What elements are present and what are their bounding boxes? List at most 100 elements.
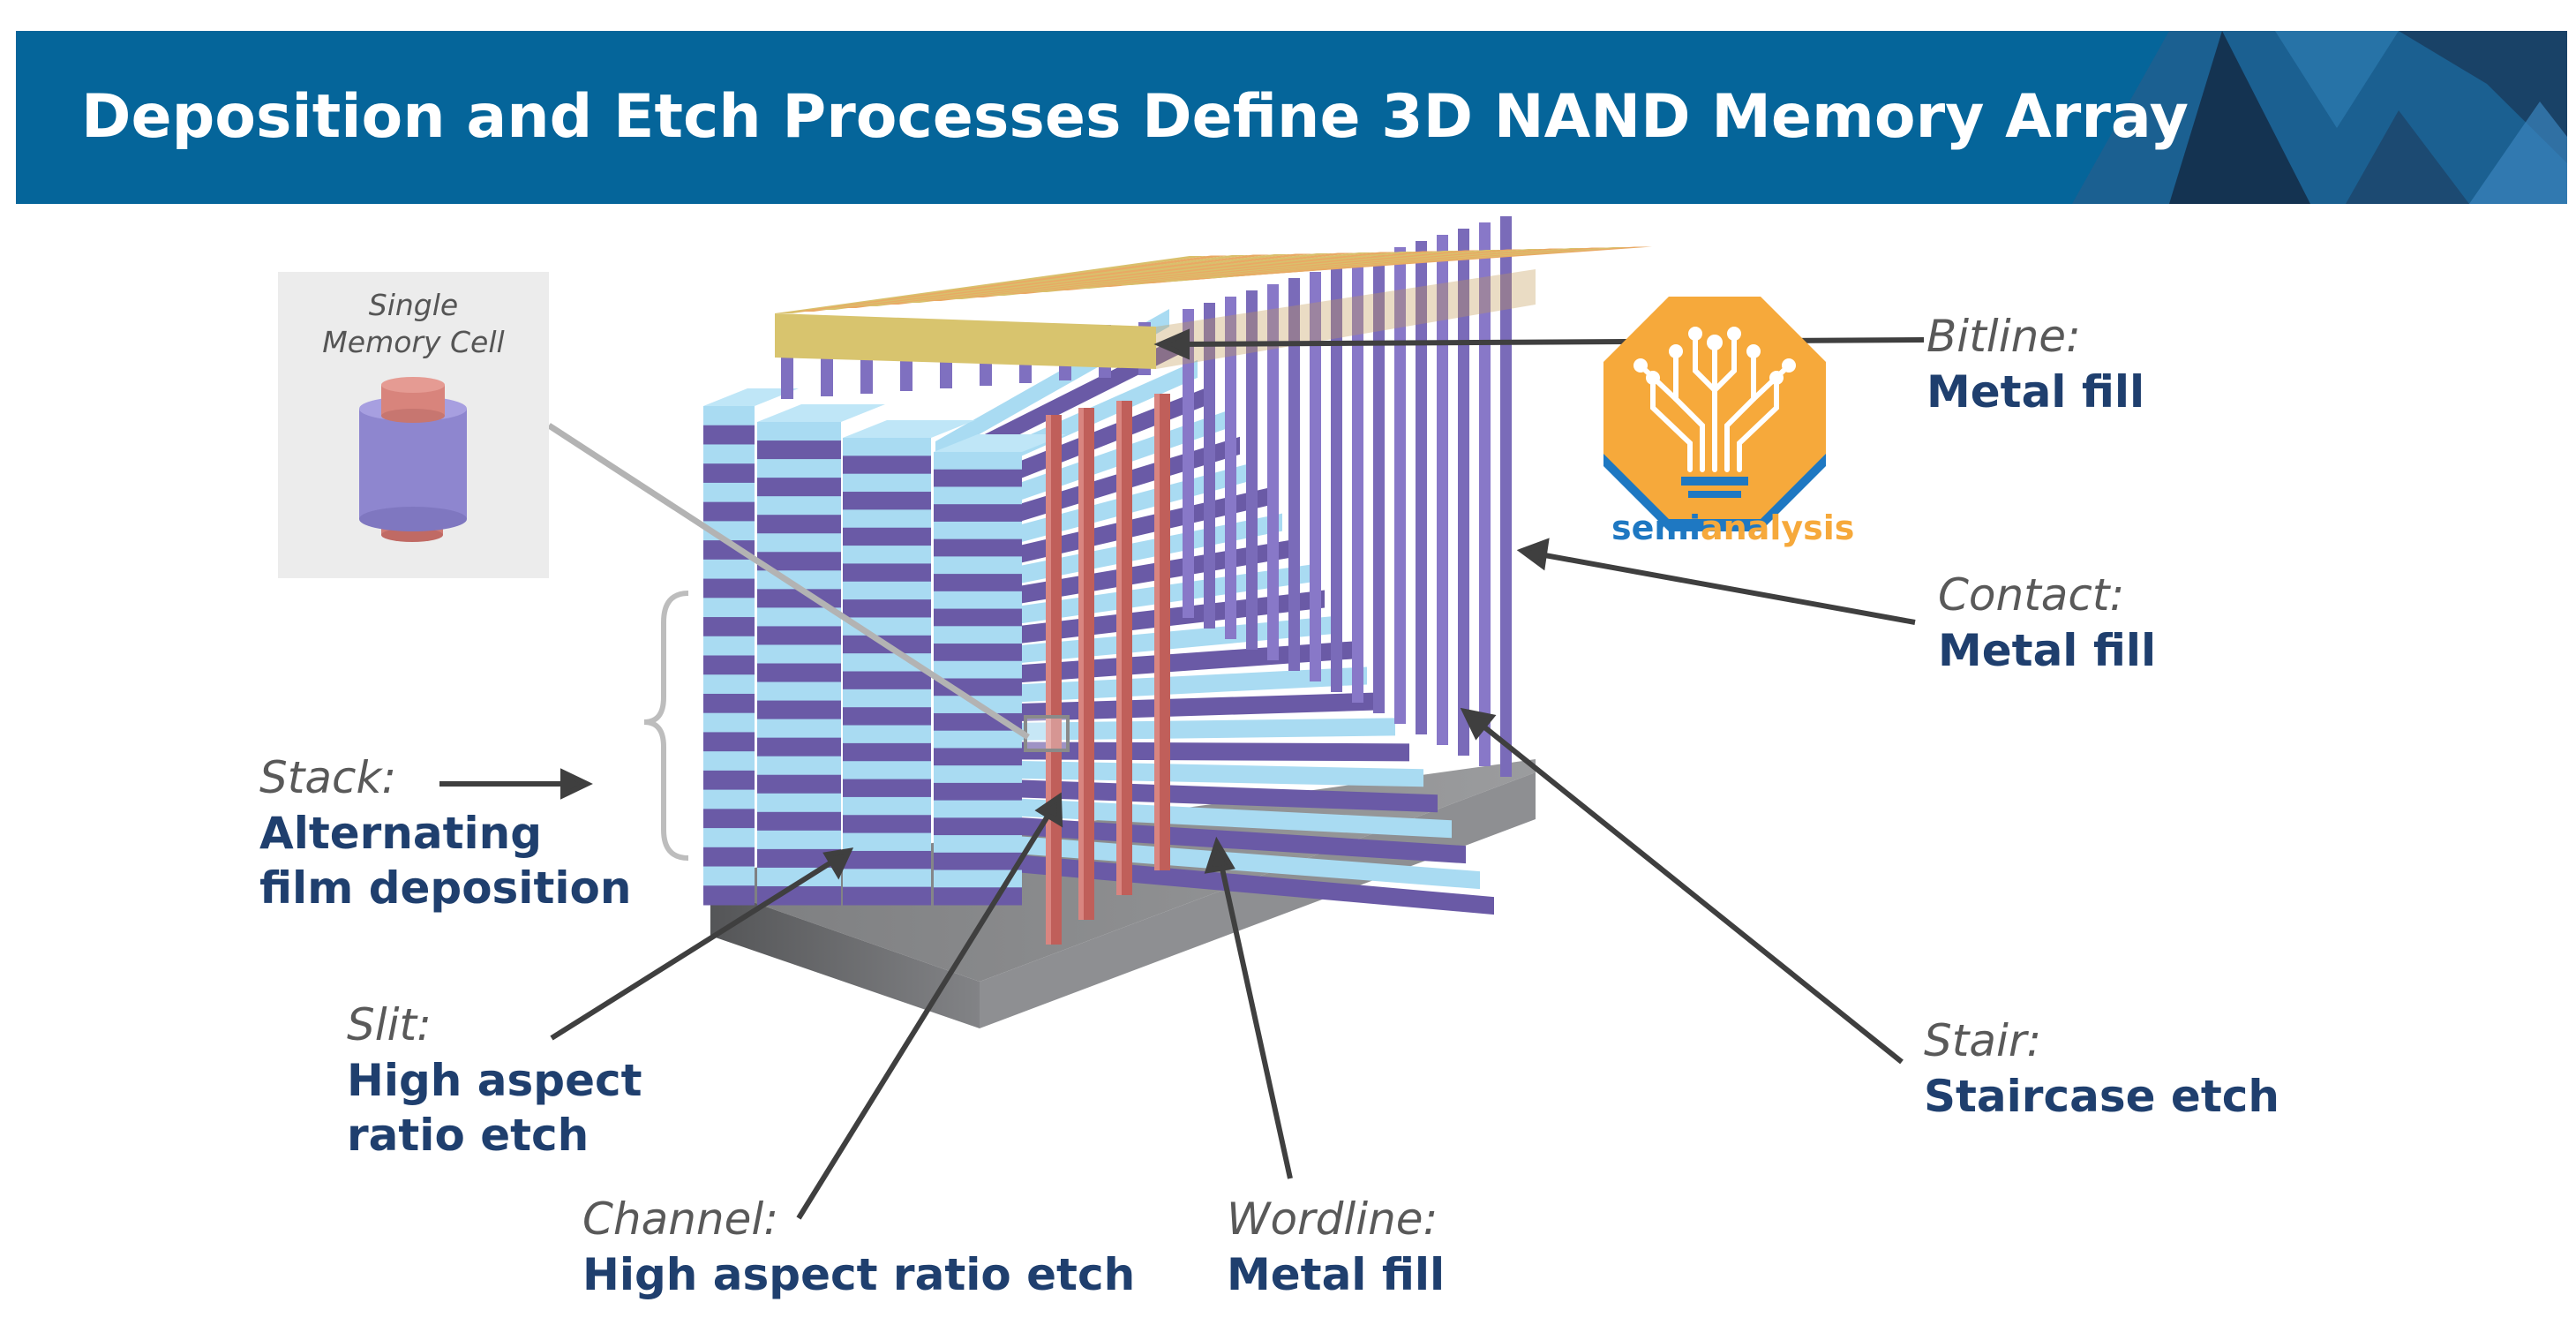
column-stripe [757,663,841,683]
column-stripe [757,830,841,850]
column-stripe [703,809,755,829]
column-stripe [934,608,1022,627]
column-stripe [703,444,755,464]
column-stripe [934,574,1022,592]
slit-heading: Slit: [347,999,432,1050]
column-stripe [934,800,1022,818]
inset-title-line1: Single [368,288,459,322]
bitline-bar [775,256,1207,313]
bitline-front-face [775,313,1156,369]
bitline-bar [944,252,1377,299]
column-stripe [843,761,931,780]
slit-leader [550,858,836,1041]
memory-cell-highlight [1024,715,1070,752]
column-stripe [757,552,841,571]
stack-brace [643,591,689,861]
contact-pillar [1267,284,1279,660]
wordline-heading: Wordline: [1227,1193,1438,1245]
bitline-bar [838,254,1271,308]
logo-text-analysis: analysis [1701,508,1855,547]
column-stripe [843,671,931,690]
page-title: Deposition and Etch Processes Define 3D … [81,82,2189,152]
label-wordline: Wordline: Metal fill [1227,1192,1445,1302]
column-stripe [843,509,931,529]
memory-cell-icon [359,377,467,542]
column-stripe [703,559,755,580]
stair-layer [935,830,1480,890]
column-stripe [843,869,931,888]
stair-layer [935,615,1339,671]
contact-pillar [1416,241,1427,734]
label-channel: Channel: High aspect ratio etch [582,1192,1135,1302]
column-stripe [703,828,755,848]
column-stripe [934,644,1022,662]
channel-heading: Channel: [582,1193,779,1245]
label-contact: Contact: Metal fill [1938,568,2156,678]
column-stripe [703,732,755,752]
contact-heading: Contact: [1938,569,2125,621]
column-stripe [843,725,931,744]
column-stripe [757,515,841,534]
column-stripe [934,452,1022,471]
column-stripe [703,770,755,791]
column-stripe [757,681,841,702]
label-stack: Stack: Alternating film deposition [259,750,631,916]
bitline-bar [1008,251,1440,294]
column-stripe [934,765,1022,784]
column-stripe [703,885,755,906]
header-bar: Deposition and Etch Processes Define 3D … [16,31,2567,204]
column-stripe [703,617,755,637]
stair-layer [935,847,1494,915]
column-stripe [934,626,1022,644]
bitline-desc: Metal fill [1926,365,2145,418]
bitline-stud [781,346,793,399]
memory-cell-leader [547,423,1030,740]
channel-desc: High aspect ratio etch [582,1248,1136,1300]
contact-desc: Metal fill [1938,624,2157,676]
memory-cell-inset: Single Memory Cell [278,272,549,578]
contact-pillar [1225,297,1236,639]
bitline-bar [987,252,1419,296]
column-stripe [703,540,755,561]
column-stripe [703,578,755,599]
stair-arrowhead [1460,707,1497,741]
wordline-leader [1218,860,1293,1179]
substrate-side [980,772,1536,1028]
stack-desc-line1: Alternating [259,807,543,859]
column-stripe [843,438,931,456]
bitline-bar [965,252,1398,297]
column-stripe [703,482,755,503]
column-stripe [843,742,931,762]
column-stripe [843,689,931,708]
contact-pillar [1246,290,1258,650]
column-stripe [703,674,755,695]
stack-columns [703,388,1066,906]
column-stripe [757,737,841,757]
column-stripe [703,406,755,426]
column-stripe [757,440,841,460]
contact-pillar [1288,278,1300,671]
column-stripe [757,626,841,645]
column-stripe [757,478,841,497]
column-stripe [757,533,841,553]
column-stripe [934,538,1022,557]
bitline-arrowhead [1153,328,1190,360]
contact-pillar [1394,247,1406,724]
column-stripe [757,811,841,832]
column-stripe [843,581,931,600]
label-stair: Stair: Staircase etch [1924,1013,2279,1124]
wordline-arrowhead [1204,836,1235,874]
logo-wordmark: semianalysis [1611,508,1854,547]
column-stripe [757,644,841,664]
column-stripe [757,700,841,720]
column-stripe [934,730,1022,749]
column-stripe [934,469,1022,487]
column-stripe [843,455,931,475]
column-stripe [757,848,841,869]
column-stripe [757,774,841,794]
column-stripe [703,655,755,675]
contact-pillar [1331,266,1342,692]
column-stripe [843,796,931,816]
column-top [757,404,885,422]
